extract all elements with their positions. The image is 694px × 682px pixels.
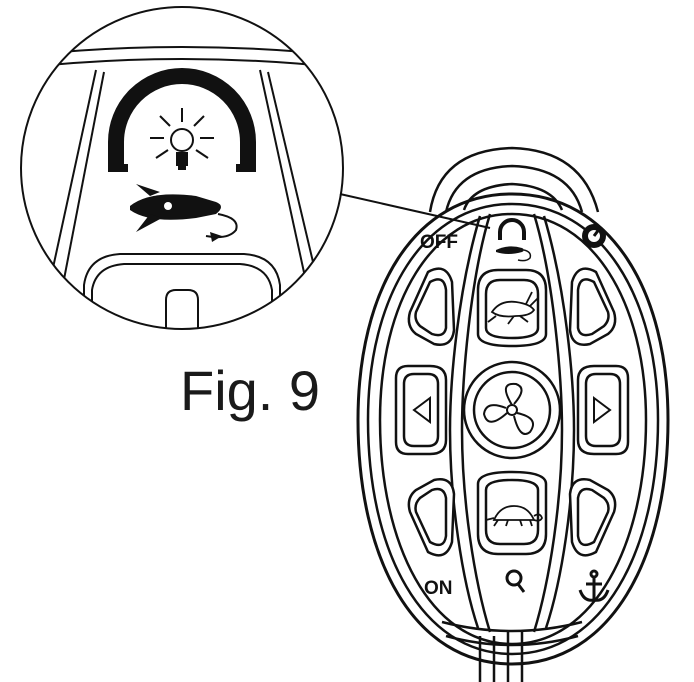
speedometer-light-icon-large	[108, 68, 256, 172]
left-arrow-button[interactable]	[394, 364, 448, 456]
fast-button[interactable]	[476, 268, 548, 348]
anchor-icon[interactable]	[578, 569, 610, 602]
remote-body	[356, 146, 670, 682]
upper-left-button[interactable]	[407, 267, 456, 346]
arrow-left-icon	[412, 396, 431, 424]
propeller-button[interactable]	[462, 360, 562, 460]
arrow-right-icon	[593, 396, 612, 424]
propeller-icon	[482, 382, 534, 435]
off-label: OFF	[420, 232, 458, 253]
search-icon[interactable]	[505, 569, 526, 593]
rocket-icon-large	[130, 184, 238, 242]
callout-magnifier	[20, 6, 344, 330]
remote-buttons	[394, 267, 630, 557]
lower-right-button[interactable]	[568, 478, 617, 557]
lower-left-button[interactable]	[407, 478, 456, 557]
power-dial-icon	[582, 224, 606, 248]
right-arrow-button[interactable]	[576, 364, 630, 456]
on-label: ON	[424, 578, 453, 599]
callout-leader-line	[339, 193, 491, 229]
upper-right-button[interactable]	[568, 267, 617, 346]
slow-button[interactable]	[476, 470, 548, 556]
turtle-icon	[485, 505, 543, 527]
figure-caption: Fig. 9	[180, 359, 320, 422]
rabbit-icon	[487, 291, 539, 325]
speedometer-light-icon	[496, 218, 532, 262]
remote-icons	[412, 218, 612, 602]
